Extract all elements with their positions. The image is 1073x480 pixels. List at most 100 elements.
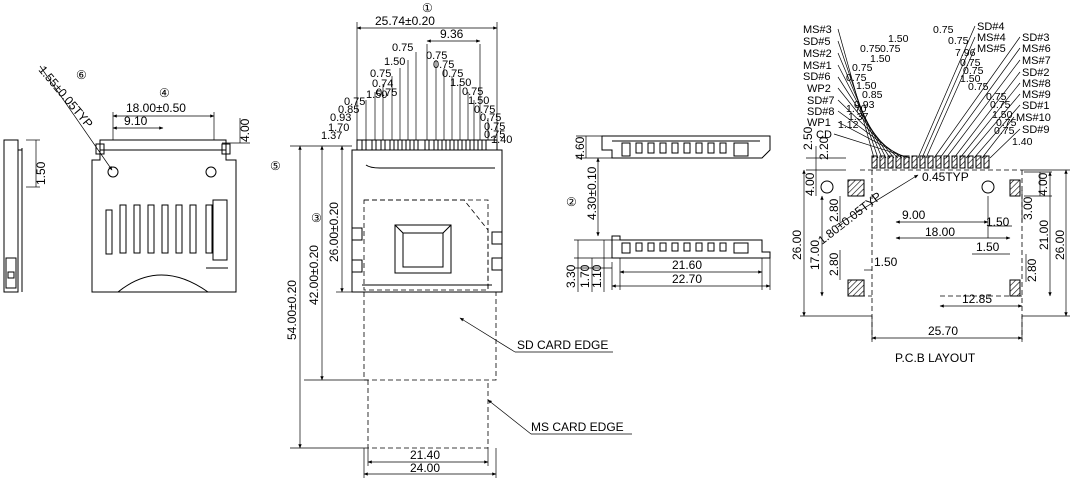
dim-1-80-typ: 1.80±0.05TYP: [815, 189, 884, 247]
svg-text:0.75: 0.75: [986, 91, 1007, 103]
svg-text:0.75: 0.75: [948, 35, 969, 47]
svg-text:SD#9: SD#9: [1022, 124, 1050, 136]
svg-text:0.93: 0.93: [330, 112, 351, 124]
svg-text:0.85: 0.85: [862, 89, 883, 101]
svg-text:MS#3: MS#3: [803, 24, 832, 36]
mount-pad-tr: [1009, 179, 1021, 197]
dim-4-00-right: 4.00: [1036, 172, 1050, 196]
svg-text:MS#8: MS#8: [1022, 78, 1051, 90]
svg-text:SD#8: SD#8: [807, 106, 835, 118]
svg-text:0.75: 0.75: [370, 68, 391, 80]
dim-1-70: 1.70: [578, 264, 592, 288]
svg-text:MS#7: MS#7: [1022, 55, 1051, 67]
side-profile-view: 1.50: [3, 139, 48, 293]
ms-card-edge-label: MS CARD EDGE: [531, 420, 624, 434]
svg-text:SD#4: SD#4: [977, 21, 1005, 33]
dim-1-50-b: 1.50: [986, 215, 1010, 229]
mount-pad-br: [1009, 279, 1021, 297]
dim-4-00: 4.00: [238, 118, 252, 142]
dim-4-60: 4.60: [573, 136, 587, 160]
svg-text:1.50: 1.50: [870, 53, 891, 65]
pcb-top-values: 0.75 1.50 0.75: [880, 24, 954, 55]
dim-side-1-50: 1.50: [34, 161, 48, 185]
dim-2-80-a: 2.80: [827, 198, 841, 222]
svg-text:1.50: 1.50: [856, 80, 877, 92]
callout-3: ③: [311, 211, 322, 225]
dim-9-36: 9.36: [440, 27, 464, 41]
svg-text:MS#1: MS#1: [803, 60, 832, 72]
svg-text:SD#6: SD#6: [803, 71, 831, 83]
svg-text:MS#4: MS#4: [977, 32, 1006, 44]
dim-2-20: 2.20: [817, 136, 831, 160]
svg-text:WP2: WP2: [807, 83, 831, 95]
dim-12-85: 12.85: [962, 292, 992, 306]
mount-pad-tl: [847, 179, 865, 197]
pcb-pad-row: [871, 155, 990, 169]
dim-26-00-top: 26.00±0.20: [327, 202, 341, 262]
pitch-labels-right: 0.75 0.75 0.75 0.75 1.50 0.75 1.50 0.75 …: [392, 42, 512, 146]
svg-text:0.75: 0.75: [994, 125, 1015, 137]
dim-25-70: 25.70: [928, 324, 958, 338]
svg-text:WP1: WP1: [807, 117, 831, 129]
dim-2-50: 2.50: [801, 126, 815, 150]
svg-text:1.50: 1.50: [450, 77, 471, 89]
svg-text:1.70: 1.70: [328, 122, 349, 134]
dim-4-30: 4.30±0.10: [585, 166, 599, 220]
pcb-right-labels: SD#4 MS#4 SD#3 MS#5 MS#6 MS#7 SD#2 MS#8 …: [977, 21, 1051, 136]
callout-2: ②: [566, 195, 577, 209]
pcb-left-labels: MS#3 SD#5 MS#2 MS#1 SD#6 WP2 SD#7 SD#8 W…: [803, 24, 835, 141]
svg-text:1.12: 1.12: [838, 119, 859, 131]
svg-text:7.96: 7.96: [955, 47, 976, 59]
svg-text:MS#10: MS#10: [1016, 112, 1051, 124]
svg-text:0.75: 0.75: [433, 59, 454, 71]
dim-3-30: 3.30: [564, 264, 578, 288]
svg-text:0.75: 0.75: [392, 42, 413, 54]
svg-text:0.75: 0.75: [484, 129, 505, 141]
svg-text:0.75: 0.75: [963, 65, 984, 77]
svg-text:0.75: 0.75: [344, 96, 365, 108]
svg-text:1.50: 1.50: [888, 33, 909, 45]
dim-18-00: 18.00±0.50: [126, 101, 186, 115]
dim-2-80-right: 2.80: [1025, 258, 1039, 282]
svg-text:1.50: 1.50: [366, 89, 387, 101]
callout-4: ④: [159, 86, 170, 100]
svg-text:0.75: 0.75: [933, 24, 954, 36]
dim-9-10: 9.10: [124, 114, 148, 128]
svg-text:1.40: 1.40: [1012, 136, 1033, 148]
svg-text:0.75: 0.75: [474, 104, 495, 116]
dim-0-45-typ: 0.45TYP: [922, 170, 969, 184]
svg-text:MS#2: MS#2: [803, 48, 832, 60]
svg-text:0.85: 0.85: [338, 104, 359, 116]
dim-22-70: 22.70: [672, 272, 702, 286]
pcb-leader-lines: [833, 25, 1021, 159]
mount-hole-left: [820, 180, 834, 194]
svg-text:0.75: 0.75: [426, 50, 447, 62]
svg-text:MS#5: MS#5: [977, 43, 1006, 55]
dim-1-50-a: 1.50: [874, 255, 898, 269]
callout-6: ⑥: [76, 68, 87, 82]
svg-text:1.50: 1.50: [384, 56, 405, 68]
svg-text:SD#7: SD#7: [807, 95, 835, 107]
top-connector-view: ① 25.74±0.20 9.36 0.75 0.75 0.75 0.75 1.…: [270, 1, 632, 478]
dim-17-00: 17.00: [808, 240, 822, 270]
svg-text:0.75: 0.75: [990, 99, 1011, 111]
svg-text:0.75: 0.75: [442, 68, 463, 80]
dim-26-00-left: 26.00: [790, 230, 804, 260]
dim-54-00: 54.00±0.20: [285, 280, 299, 340]
dim-25-74: 25.74±0.20: [375, 14, 435, 28]
svg-text:0.75: 0.75: [484, 121, 505, 133]
dim-2-80-b: 2.80: [827, 252, 841, 276]
svg-text:0.75: 0.75: [462, 86, 483, 98]
dim-21-60: 21.60: [672, 258, 702, 272]
dim-18-00-pcb: 18.00: [925, 225, 955, 239]
pcb-layout: MS#3 SD#5 MS#2 MS#1 SD#6 WP2 SD#7 SD#8 W…: [790, 21, 1070, 365]
pcb-layout-title: P.C.B LAYOUT: [895, 351, 976, 365]
sd-card-edge-label: SD CARD EDGE: [517, 338, 608, 352]
dim-21-40: 21.40: [410, 448, 440, 462]
dim-1-50-c: 1.50: [976, 240, 1000, 254]
svg-text:CD: CD: [816, 129, 832, 141]
dim-26-00-right: 26.00: [1053, 230, 1067, 260]
svg-text:1.50: 1.50: [468, 95, 489, 107]
callout-1: ①: [422, 1, 433, 15]
